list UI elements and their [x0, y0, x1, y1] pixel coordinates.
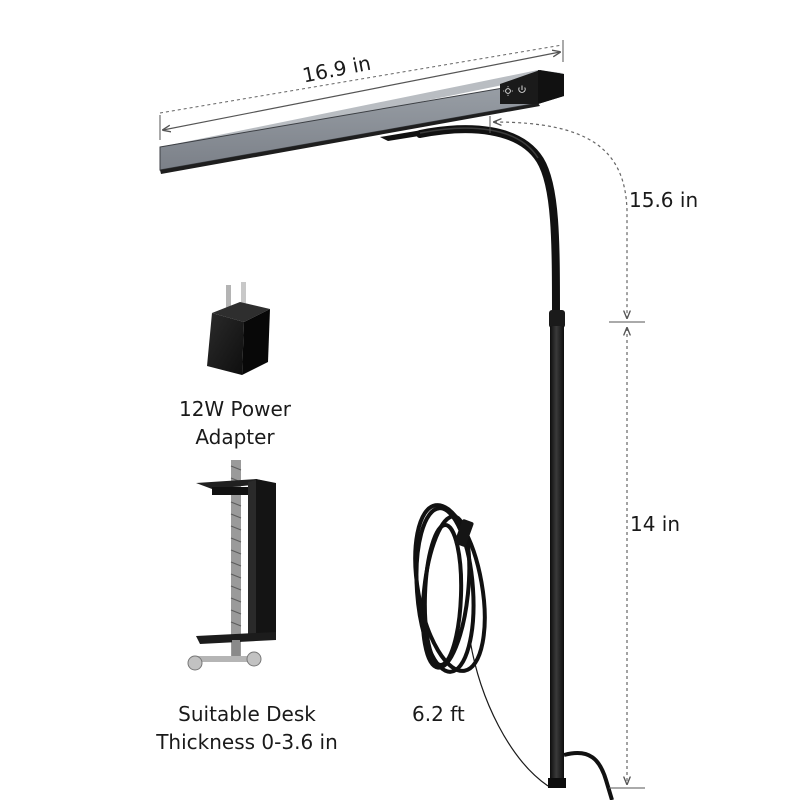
lamp-light-bar [159, 70, 564, 174]
power-adapter [207, 282, 270, 375]
power-cord [563, 751, 614, 800]
dimension-bar-length [159, 40, 564, 140]
gooseneck-length-label: 15.6 in [629, 188, 699, 212]
gooseneck-arm [416, 125, 560, 324]
clamp-label-line2: Thickness 0-3.6 in [156, 730, 338, 754]
clamp-label: Suitable Desk Thickness 0-3.6 in [112, 700, 382, 756]
pole-joint [549, 310, 565, 328]
dimension-pole [609, 328, 645, 789]
coiled-cable [413, 503, 487, 674]
pole-base [548, 778, 566, 788]
cable-length-label: 6.2 ft [412, 702, 465, 726]
pole-length-label: 14 in [630, 512, 681, 536]
lamp-pole [550, 326, 564, 782]
adapter-label-line1: 12W Power [178, 397, 292, 421]
dimension-gooseneck [489, 116, 645, 323]
clamp-label-line1: Suitable Desk [178, 702, 316, 726]
adapter-label: 12W Power Adapter [150, 395, 320, 451]
adapter-label-line2: Adapter [195, 425, 275, 449]
desk-clamp [187, 460, 276, 671]
